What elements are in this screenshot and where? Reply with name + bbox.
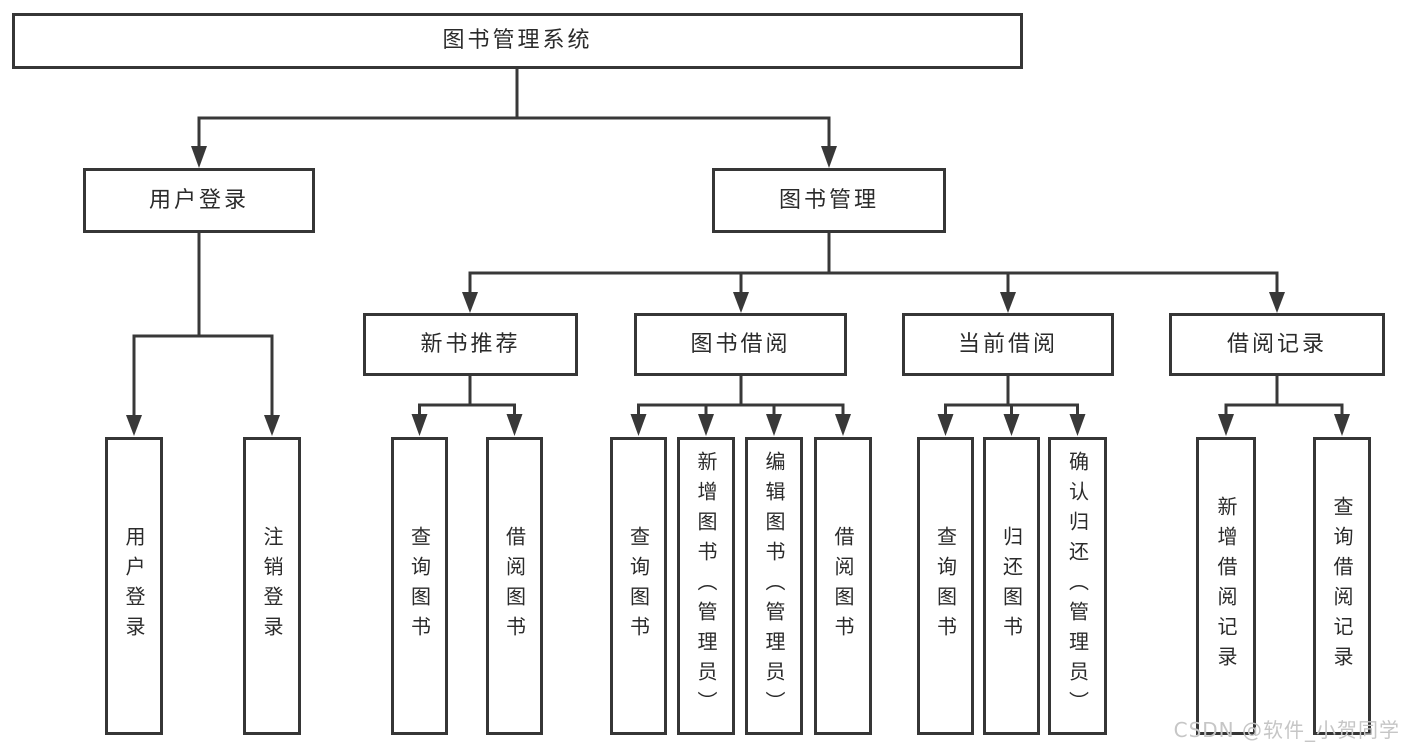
leaf-bb-borrow-books: 借阅图书 xyxy=(814,437,872,735)
node-label: 借阅记录 xyxy=(1226,331,1327,357)
leaf-br-query-record: 查询借阅记录 xyxy=(1313,437,1371,735)
leaf-nbr-query-books: 查询图书 xyxy=(391,437,448,735)
leaf-user-login: 用户登录 xyxy=(105,437,163,735)
node-label: 图书借阅 xyxy=(690,331,791,357)
leaf-label: 查询图书 xyxy=(407,526,432,646)
connector-root-to-level2 xyxy=(191,67,837,168)
leaf-bb-edit-books-admin: 编辑图书（管理员） xyxy=(745,437,803,735)
leaf-cb-query-books: 查询图书 xyxy=(917,437,974,735)
leaf-label: 查询图书 xyxy=(626,526,651,646)
leaf-label: 查询图书 xyxy=(933,526,958,646)
leaf-label: 用户登录 xyxy=(122,526,146,646)
node-label: 图书管理 xyxy=(778,187,879,213)
node-label: 用户登录 xyxy=(148,187,249,213)
node-new-book-recommend: 新书推荐 xyxy=(363,313,578,376)
leaf-cb-confirm-return-admin: 确认归还（管理员） xyxy=(1048,437,1107,735)
csdn-watermark: CSDN @软件_小贺同学 xyxy=(1173,718,1400,742)
connector-current-borrow-children xyxy=(937,375,1086,436)
connector-book-management-children xyxy=(462,232,1285,313)
leaf-label: 借阅图书 xyxy=(831,526,855,646)
node-label: 当前借阅 xyxy=(957,331,1058,357)
leaf-bb-query-books: 查询图书 xyxy=(610,437,667,735)
node-borrow-records: 借阅记录 xyxy=(1169,313,1385,376)
leaf-label: 新增借阅记录 xyxy=(1214,496,1238,676)
leaf-br-add-record: 新增借阅记录 xyxy=(1196,437,1256,735)
leaf-label: 借阅图书 xyxy=(502,526,527,646)
leaf-bb-add-books-admin: 新增图书（管理员） xyxy=(677,437,735,735)
leaf-label: 查询借阅记录 xyxy=(1330,496,1354,676)
leaf-cb-return-books: 归还图书 xyxy=(983,437,1040,735)
connector-book-borrow-children xyxy=(630,375,851,436)
connector-new-book-recommend-children xyxy=(411,375,523,436)
node-book-borrow: 图书借阅 xyxy=(634,313,847,376)
leaf-label: 编辑图书（管理员） xyxy=(762,451,786,721)
node-root: 图书管理系统 xyxy=(12,13,1023,69)
leaf-label: 新增图书（管理员） xyxy=(694,451,718,721)
node-book-management: 图书管理 xyxy=(712,168,946,233)
leaf-logout: 注销登录 xyxy=(243,437,301,735)
node-current-borrow: 当前借阅 xyxy=(902,313,1114,376)
leaf-nbr-borrow-books: 借阅图书 xyxy=(486,437,543,735)
leaf-label: 注销登录 xyxy=(260,526,284,646)
node-label: 新书推荐 xyxy=(420,331,521,357)
connector-borrow-records-children xyxy=(1218,375,1350,436)
leaf-label: 归还图书 xyxy=(999,526,1024,646)
connector-user-login-children xyxy=(126,232,280,436)
node-label: 图书管理系统 xyxy=(442,28,593,53)
leaf-label: 确认归还（管理员） xyxy=(1065,451,1090,721)
node-user-login: 用户登录 xyxy=(83,168,315,233)
